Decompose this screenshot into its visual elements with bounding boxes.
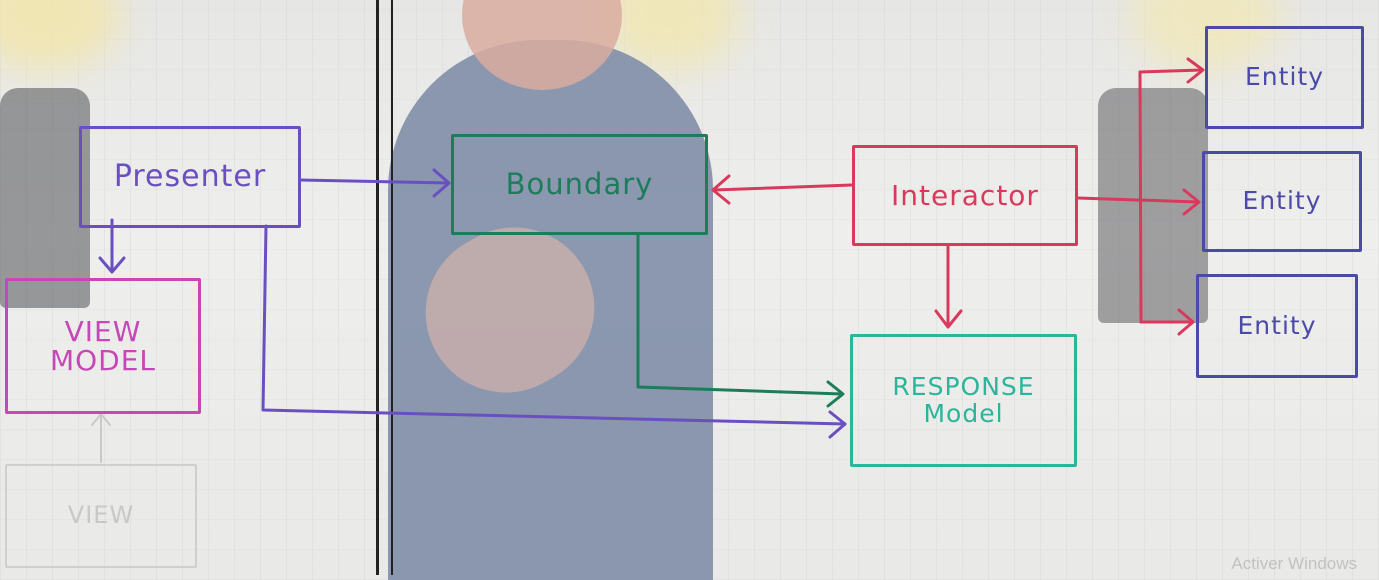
arrow-presenter-to-response bbox=[261, 224, 847, 426]
arrowhead-to-entity-3 bbox=[1177, 308, 1195, 336]
boundary-label: Boundary bbox=[505, 167, 654, 202]
camera-right bbox=[1098, 88, 1208, 323]
arrow-presenter-to-boundary bbox=[298, 178, 450, 185]
presenter-label: Presenter bbox=[113, 159, 267, 195]
arrow-to-entity-1 bbox=[1138, 68, 1204, 74]
arrowhead-to-entity-1 bbox=[1186, 57, 1205, 84]
arrowhead-presenter-to-boundary bbox=[432, 168, 451, 198]
response-model-box: RESPONSE Model bbox=[850, 334, 1077, 467]
entity-box-1: Entity bbox=[1205, 26, 1364, 129]
view-model-box: VIEW MODEL bbox=[5, 278, 201, 414]
arrowhead-view-to-viewmodel bbox=[91, 413, 111, 426]
arrowhead-interactor-to-response bbox=[934, 309, 963, 329]
arrowhead-interactor-to-entity-2 bbox=[1182, 188, 1201, 216]
arrow-interactor-to-boundary bbox=[712, 183, 854, 192]
interactor-box: Interactor bbox=[852, 145, 1078, 246]
interactor-label: Interactor bbox=[891, 178, 1039, 212]
glass-frame-edge-2 bbox=[391, 0, 393, 575]
camera-left bbox=[0, 88, 90, 308]
entity-label-3: Entity bbox=[1237, 310, 1317, 340]
arrowhead-presenter-to-viewmodel bbox=[98, 256, 126, 274]
arrowhead-boundary-to-response bbox=[826, 380, 845, 408]
arrowhead-interactor-to-boundary bbox=[711, 174, 731, 205]
arrow-bus-vertical bbox=[1138, 70, 1143, 324]
arrow-interactor-to-entity-2 bbox=[1076, 196, 1200, 204]
arrowhead-presenter-to-response bbox=[828, 410, 847, 439]
entity-box-2: Entity bbox=[1202, 151, 1362, 252]
os-activation-watermark: Activer Windows bbox=[1231, 554, 1357, 573]
response-model-label: RESPONSE Model bbox=[892, 372, 1035, 428]
glass-frame-edge-1 bbox=[376, 0, 379, 575]
boundary-box: Boundary bbox=[451, 134, 708, 235]
view-box: VIEW bbox=[5, 464, 197, 568]
entity-label-2: Entity bbox=[1242, 186, 1322, 216]
view-label: VIEW bbox=[67, 501, 135, 530]
entity-box-3: Entity bbox=[1196, 274, 1358, 378]
arrow-boundary-to-response bbox=[636, 233, 844, 396]
entity-label-1: Entity bbox=[1245, 62, 1324, 92]
view-model-label: VIEW MODEL bbox=[49, 314, 157, 377]
presenter-box: Presenter bbox=[79, 126, 301, 228]
